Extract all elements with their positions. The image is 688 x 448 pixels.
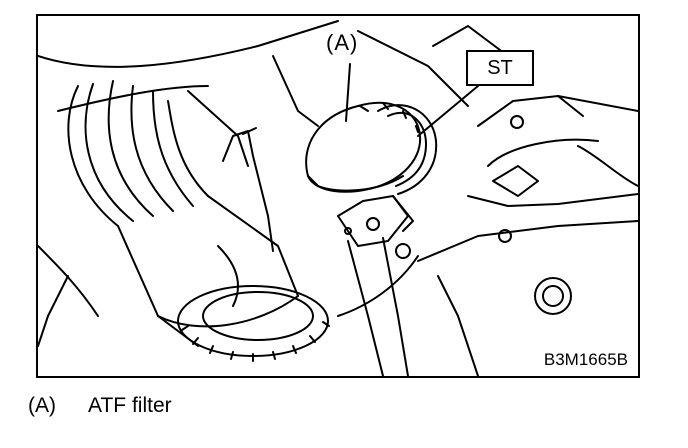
atf-filter — [305, 101, 422, 193]
bolts — [395, 115, 572, 315]
special-tool — [337, 104, 438, 376]
callout-label-st: ST — [466, 50, 534, 86]
bracket-strap — [222, 127, 274, 252]
figure-frame: (A) ST B3M1665B — [36, 14, 640, 378]
leader-line-a — [345, 63, 351, 122]
leader-line-st — [417, 85, 479, 137]
engine-background-lines — [38, 20, 638, 376]
legend-item: (A) ATF filter — [28, 394, 172, 418]
gear-ring — [177, 285, 330, 362]
legend-text: ATF filter — [88, 394, 172, 417]
cylindrical-component — [67, 80, 299, 347]
legend-key: (A) — [28, 394, 56, 417]
engine-illustration — [38, 20, 638, 376]
callout-label-a: (A) — [326, 30, 359, 55]
figure-code: B3M1665B — [543, 350, 628, 369]
